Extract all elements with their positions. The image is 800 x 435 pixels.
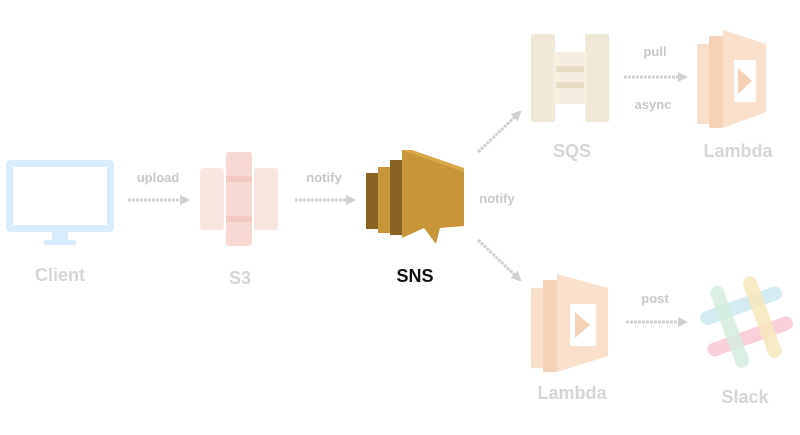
edge-label-pull: pull — [643, 44, 667, 59]
node-label-s3: S3 — [228, 268, 252, 288]
slack-icon — [700, 276, 793, 368]
lambda-icon-bottom — [531, 274, 608, 372]
node-label-lambda-bottom: Lambda — [537, 383, 607, 403]
node-label-sns: SNS — [396, 266, 434, 286]
edge-label-notify-sns: notify — [479, 191, 515, 206]
edge-label-notify-s3: notify — [306, 170, 342, 185]
edge-label-upload: upload — [136, 170, 180, 185]
lambda-icon-top — [697, 30, 766, 128]
monitor-icon — [6, 160, 114, 245]
edges — [128, 72, 688, 327]
edge-notify-sqs-arrow — [476, 110, 522, 154]
node-label-sqs: SQS — [552, 141, 592, 161]
node-label-lambda-top: Lambda — [703, 141, 773, 161]
edge-label-post: post — [641, 291, 669, 306]
node-label-slack: Slack — [721, 387, 769, 407]
edge-notify-lambda-arrow — [476, 238, 522, 282]
s3-bucket-icon — [200, 152, 278, 246]
sqs-queue-icon — [531, 34, 609, 122]
edge-label-async: async — [634, 97, 672, 112]
sns-icon — [366, 150, 464, 244]
node-label-client: Client — [34, 265, 86, 285]
